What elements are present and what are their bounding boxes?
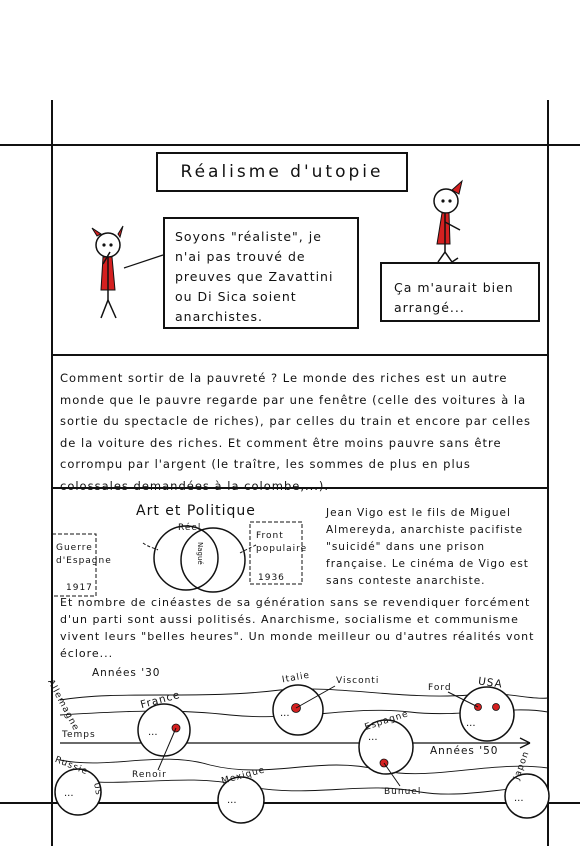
svg-text:...: ... xyxy=(148,727,158,738)
speech-left-text: Soyons "réaliste", je n'ai pas trouvé de… xyxy=(175,229,334,324)
poverty-paragraph: Comment sortir de la pauvreté ? Le monde… xyxy=(60,371,532,493)
country-circles xyxy=(54,684,550,824)
speech-right-text: Ça m'aurait bien arrangé... xyxy=(394,280,514,315)
venn-middle-label: Nagué xyxy=(196,542,204,565)
cineastes-paragraph: Et nombre de cinéastes de sa génération … xyxy=(60,596,535,660)
speech-bubble-left: Soyons "réaliste", je n'ai pas trouvé de… xyxy=(163,217,359,329)
svg-text:...: ... xyxy=(227,795,237,806)
venn-left-year: 1917 xyxy=(66,583,93,593)
svg-text:...: ... xyxy=(466,718,476,729)
devil-right-icon xyxy=(433,179,463,263)
timeline-axis-label: Temps xyxy=(62,730,96,740)
venn-diagram xyxy=(51,521,303,597)
svg-text:...: ... xyxy=(368,732,378,743)
venn-left-label: Guerre d'Espagne xyxy=(56,543,112,566)
timeline-end-label: Années '50 xyxy=(430,745,499,757)
director-renoir: Renoir xyxy=(132,770,167,780)
svg-text:...: ... xyxy=(64,788,74,799)
art-politique-title: Art et Politique xyxy=(136,503,256,519)
speech-bubble-right: Ça m'aurait bien arrangé... xyxy=(380,262,540,322)
venn-top-label: Réel xyxy=(178,523,202,533)
page-title: Réalisme d'utopie xyxy=(180,162,384,182)
svg-text:...: ... xyxy=(280,708,290,719)
venn-right-year: 1936 xyxy=(258,573,285,583)
devil-left-icon xyxy=(91,225,164,319)
svg-text:...: ... xyxy=(514,793,524,804)
timeline-start-label: Années '30 xyxy=(92,667,161,679)
usa-dot-icon xyxy=(492,703,500,711)
director-bunuel: Bunuel xyxy=(384,787,422,797)
director-ford: Ford xyxy=(428,683,452,693)
venn-right-label: Front populaire xyxy=(256,531,308,554)
director-visconti: Visconti xyxy=(336,676,380,686)
title-box: Réalisme d'utopie xyxy=(156,152,408,192)
vigo-paragraph: Jean Vigo est le fils de Miguel Almereyd… xyxy=(326,507,529,587)
